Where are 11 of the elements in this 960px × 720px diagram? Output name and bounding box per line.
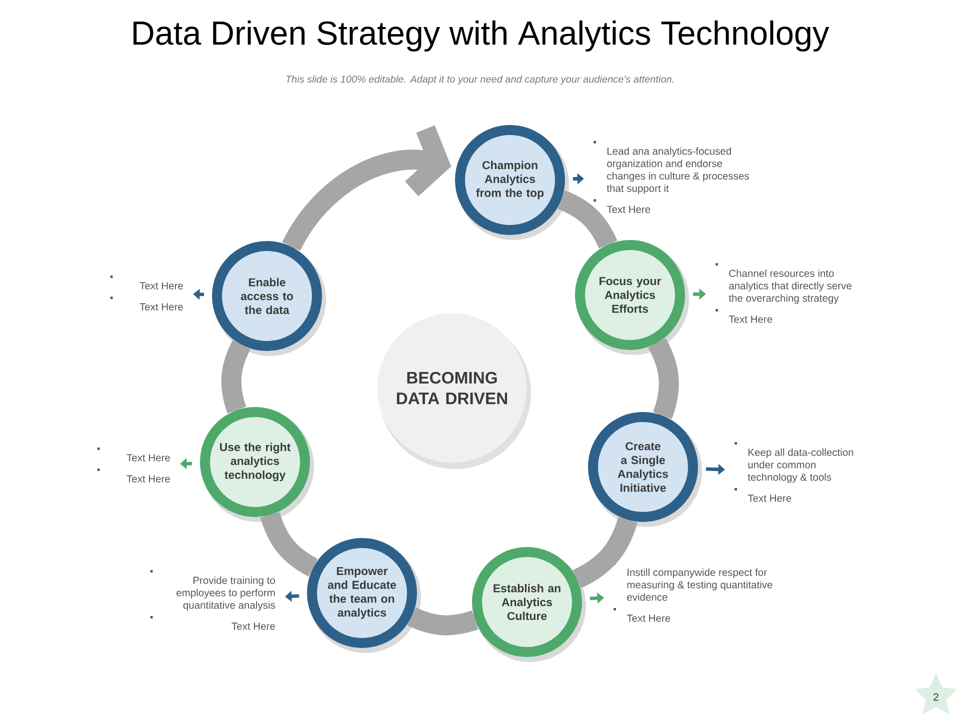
bullet-list: Text Here Text Here: [110, 276, 183, 310]
page-number: 2: [914, 673, 958, 714]
subtitle: This slide is 100% editable. Adapt it to your need and capture your audience’s attention.: [286, 75, 674, 85]
bullet-list: Text Here Text Here: [97, 448, 170, 482]
title: Data Driven Strategy with Analytics Technology: [134, 20, 830, 52]
cycle-arrow: [282, 125, 452, 252]
bullet-list: Keep all data-collection under common technology & tools Text Here: [734, 442, 854, 502]
bullet-list: Channel resources into analytics that directly serve the overarching strategy Text Here: [716, 263, 852, 323]
bullet-list: Instill companywide respect for measuring & testing quantitative evidence Text Here: [614, 562, 772, 622]
bullet-list: Provide training to employees to perform quantitative analysis Text Here: [150, 570, 276, 630]
bullet-list: Lead ana analytics-focused organization and endorse changes in culture & processes that support it Text Here: [594, 140, 749, 214]
